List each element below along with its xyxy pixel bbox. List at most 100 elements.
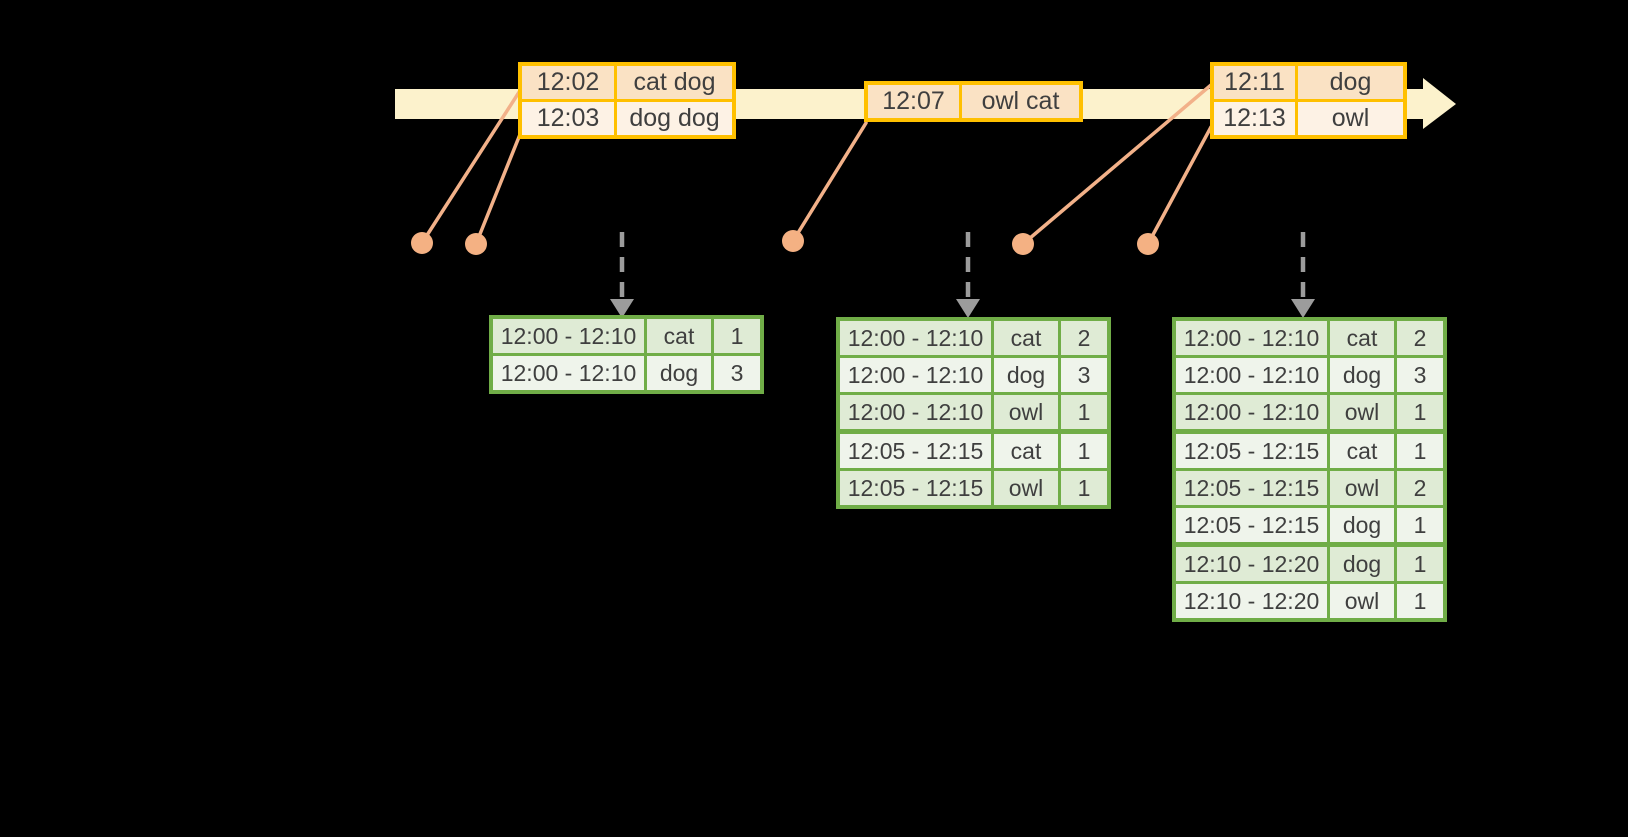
window-cell: 12:00 - 12:10 <box>1172 317 1330 358</box>
count-cell: 1 <box>1394 581 1447 622</box>
time-cell: 12:13 <box>1210 99 1298 139</box>
window-cell: 12:05 - 12:15 <box>1172 468 1330 508</box>
window-cell: 12:00 - 12:10 <box>836 317 994 358</box>
word-cell: owl <box>991 392 1061 433</box>
window-cell: 12:00 - 12:10 <box>836 392 994 433</box>
count-cell: 1 <box>711 315 764 356</box>
count-cell: 3 <box>711 353 764 394</box>
event-dot <box>782 230 804 252</box>
window-cell: 12:00 - 12:10 <box>1172 392 1330 433</box>
timeline-arrow-head <box>1423 78 1456 129</box>
window-cell: 12:00 - 12:10 <box>836 355 994 395</box>
event-dot <box>1012 233 1034 255</box>
connector-line <box>1146 125 1213 246</box>
count-cell: 1 <box>1394 505 1447 546</box>
word-cell: cat <box>991 429 1061 471</box>
window-cell: 12:05 - 12:15 <box>836 429 994 471</box>
word-cell: owl <box>1327 468 1397 508</box>
connector-line <box>474 125 525 246</box>
time-cell: 12:11 <box>1210 62 1298 102</box>
window-cell: 12:05 - 12:15 <box>836 468 994 509</box>
words-cell: owl cat <box>959 81 1083 122</box>
count-cell: 3 <box>1394 355 1447 395</box>
word-cell: owl <box>991 468 1061 509</box>
event-dot <box>1137 233 1159 255</box>
event-dot <box>465 233 487 255</box>
count-cell: 1 <box>1394 542 1447 584</box>
window-cell: 12:00 - 12:10 <box>1172 355 1330 395</box>
count-cell: 2 <box>1394 317 1447 358</box>
words-cell: cat dog <box>614 62 736 102</box>
word-cell: dog <box>1327 355 1397 395</box>
word-cell: dog <box>1327 542 1397 584</box>
time-cell: 12:07 <box>864 81 962 122</box>
connector-line <box>1021 83 1213 246</box>
words-cell: owl <box>1295 99 1407 139</box>
time-cell: 12:02 <box>518 62 617 102</box>
word-cell: owl <box>1327 581 1397 622</box>
count-cell: 1 <box>1058 392 1111 433</box>
word-cell: owl <box>1327 392 1397 433</box>
window-cell: 12:10 - 12:20 <box>1172 581 1330 622</box>
window-cell: 12:05 - 12:15 <box>1172 429 1330 471</box>
window-cell: 12:00 - 12:10 <box>489 353 647 394</box>
word-cell: cat <box>991 317 1061 358</box>
word-cell: cat <box>1327 317 1397 358</box>
word-cell: cat <box>1327 429 1397 471</box>
words-cell: dog dog <box>614 99 736 139</box>
words-cell: dog <box>1295 62 1407 102</box>
count-cell: 2 <box>1394 468 1447 508</box>
count-cell: 1 <box>1058 468 1111 509</box>
trigger-arrow-head <box>610 299 634 318</box>
window-cell: 12:05 - 12:15 <box>1172 505 1330 546</box>
count-cell: 2 <box>1058 317 1111 358</box>
window-cell: 12:00 - 12:10 <box>489 315 647 356</box>
word-cell: dog <box>991 355 1061 395</box>
word-cell: cat <box>644 315 714 356</box>
time-cell: 12:03 <box>518 99 617 139</box>
word-cell: dog <box>644 353 714 394</box>
count-cell: 1 <box>1394 429 1447 471</box>
window-cell: 12:10 - 12:20 <box>1172 542 1330 584</box>
trigger-arrow-head <box>956 299 980 318</box>
count-cell: 1 <box>1058 429 1111 471</box>
event-dot <box>411 232 433 254</box>
count-cell: 3 <box>1058 355 1111 395</box>
connector-line <box>791 121 868 243</box>
word-cell: dog <box>1327 505 1397 546</box>
count-cell: 1 <box>1394 392 1447 433</box>
connector-line <box>420 84 525 245</box>
trigger-arrow-head <box>1291 299 1315 318</box>
